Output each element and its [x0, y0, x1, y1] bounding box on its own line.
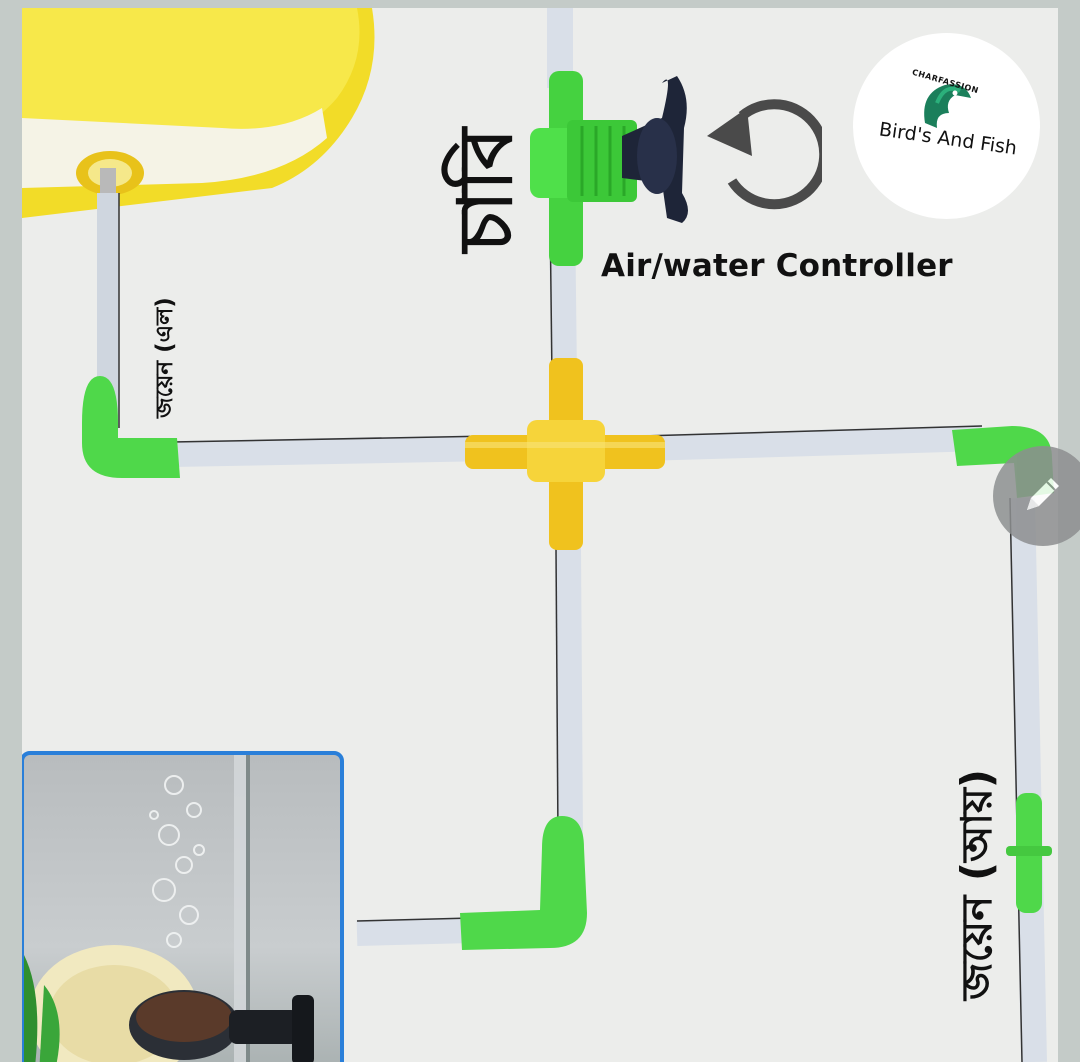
- edit-button[interactable]: [993, 446, 1080, 546]
- aquarium-inset: [22, 751, 344, 1062]
- air-pump: [22, 8, 375, 218]
- key-label: চাবি: [443, 128, 529, 252]
- straight-joiner-label: জয়েন (আয়): [952, 768, 1001, 1000]
- brand-logo: CHARFASSION Bird's And Fish: [853, 33, 1040, 219]
- cross-connector: [465, 358, 665, 550]
- tubing-diagram: [22, 8, 1054, 1062]
- aquarium-scene: [24, 755, 314, 1062]
- controller-label: Air/water Controller: [601, 248, 953, 284]
- straight-joiner: [1006, 793, 1052, 913]
- bird-logo-icon: [924, 84, 971, 128]
- pencil-icon: [1027, 478, 1059, 510]
- counterclockwise-arrow-icon: [707, 99, 822, 210]
- elbow-joiner-label: জয়েন (এল): [152, 297, 178, 418]
- air-valve: [530, 71, 688, 266]
